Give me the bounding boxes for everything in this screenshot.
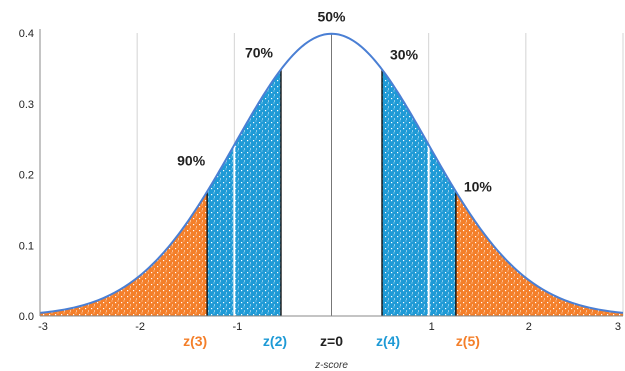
- y-tick-label: 0.3: [19, 99, 34, 111]
- z-marker-label: z(5): [456, 333, 480, 349]
- shaded-regions: [40, 69, 623, 316]
- percent-label: 10%: [464, 179, 493, 195]
- percent-label: 90%: [177, 153, 206, 169]
- y-tick-label: 0.4: [19, 28, 34, 40]
- x-tick-label: 1: [429, 321, 435, 333]
- shaded-region-4: [455, 191, 623, 316]
- x-tick-label: 3: [615, 321, 621, 333]
- x-tick-label: -1: [232, 321, 242, 333]
- shaded-region-1: [40, 191, 208, 316]
- density-curve-group: [39, 32, 624, 314]
- shaded-region-3: [382, 69, 456, 316]
- x-axis-title: z-score: [314, 360, 348, 371]
- z-marker-label: z=0: [320, 333, 343, 349]
- region-dividers: [206, 33, 457, 316]
- z-marker-label: z(2): [263, 333, 287, 349]
- percent-label: 70%: [245, 44, 274, 60]
- x-tick-label: 2: [526, 321, 532, 333]
- y-tick-label: 0.2: [19, 170, 34, 182]
- z-marker-label: z(3): [183, 333, 207, 349]
- y-tick-label: 0.1: [19, 240, 34, 252]
- percent-label: 30%: [390, 46, 419, 62]
- axes: [39, 29, 623, 317]
- y-tick-label: 0.0: [19, 311, 34, 323]
- chart-labels: 0.0 0.1 0.2 0.3 0.4 -3 -2 -1 1 2 3 z-score 90% 70% 50%…: [19, 9, 621, 371]
- z-marker-label: z(4): [376, 333, 400, 349]
- shaded-region-2: [207, 69, 281, 316]
- x-tick-label: -3: [38, 321, 48, 333]
- percent-label: 50%: [317, 9, 346, 25]
- x-tick-label: -2: [135, 321, 145, 333]
- density-curve: [39, 32, 624, 314]
